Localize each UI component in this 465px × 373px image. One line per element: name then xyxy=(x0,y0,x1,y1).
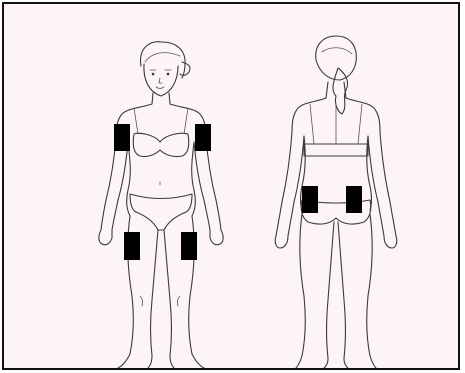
marker-front-right-upper-arm xyxy=(195,124,211,151)
marker-back-left-buttock xyxy=(302,186,318,213)
marker-front-left-thigh xyxy=(124,232,140,260)
marker-back-right-buttock xyxy=(346,186,362,213)
body-diagram-svg xyxy=(4,4,458,368)
diagram-background xyxy=(4,4,458,368)
body-diagram-panel xyxy=(2,2,460,370)
marker-front-right-thigh xyxy=(181,232,197,260)
front-eye-left xyxy=(152,73,155,76)
marker-front-left-upper-arm xyxy=(114,124,130,151)
front-eye-right xyxy=(167,73,170,76)
